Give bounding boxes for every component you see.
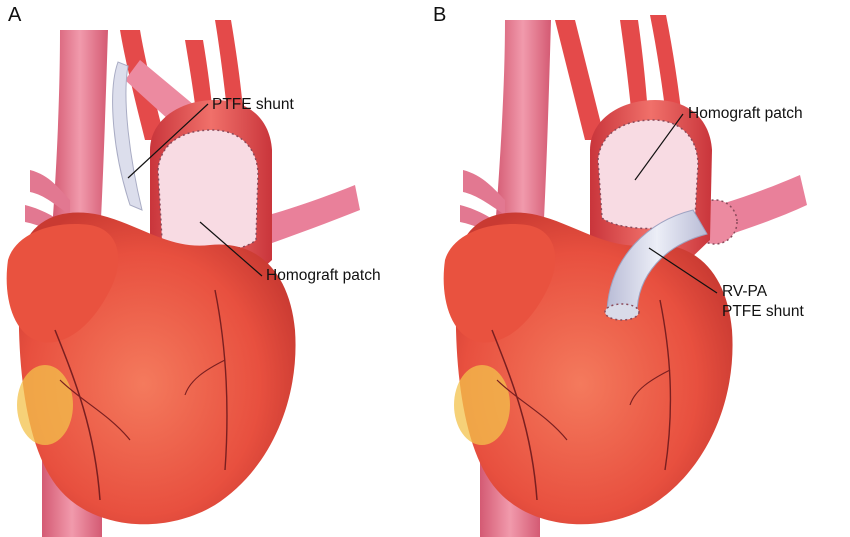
right-atrium-a xyxy=(6,224,119,343)
svc-b xyxy=(495,20,551,240)
label-homograft-patch-a: Homograft patch xyxy=(266,267,381,284)
head-vessel-3 xyxy=(215,20,244,122)
coronary-lad-a xyxy=(214,289,228,471)
leader-ptfe-shunt-a xyxy=(127,103,209,179)
pulmonary-veins-left xyxy=(30,170,70,215)
panel-a: A PTFE shunt Homograft patch xyxy=(6,4,381,537)
ptfe-shunt-a xyxy=(112,61,143,211)
svc xyxy=(52,30,108,240)
label-rvpa-line1: RV-PA xyxy=(722,283,768,300)
coronary-lad-branch-b xyxy=(629,369,671,406)
pulmonary-veins-left-b xyxy=(463,170,505,215)
panel-a-illustration xyxy=(6,20,360,537)
homograft-patch-a xyxy=(157,129,259,252)
panel-b: B Homograft patch RV-PA PTFE shunt xyxy=(425,0,850,537)
panel-b-illustration xyxy=(443,15,807,537)
homograft-patch-b xyxy=(597,119,699,230)
rvpa-shunt-b xyxy=(606,209,708,315)
head-vessel-1-b xyxy=(555,20,605,140)
label-rvpa-line2: PTFE shunt xyxy=(722,303,804,320)
leader-homograft-patch-a xyxy=(199,221,263,277)
head-vessel-3-b xyxy=(650,15,683,127)
leader-homograft-patch-b xyxy=(634,113,684,181)
epicardial-fat-a xyxy=(17,365,73,445)
label-ptfe-shunt-a: PTFE shunt xyxy=(212,96,294,113)
coronary-lad-branch-a xyxy=(184,359,226,396)
pulmonary-artery-branch-left xyxy=(250,185,360,248)
right-atrium-b xyxy=(443,224,556,343)
panel-letter-b: B xyxy=(433,4,447,26)
label-homograft-patch-b: Homograft patch xyxy=(688,105,803,122)
coronary-branch-a xyxy=(59,379,131,441)
epicardial-fat-b xyxy=(454,365,510,445)
coronary-branch-b xyxy=(496,379,568,441)
panel-letter-a: A xyxy=(8,4,22,26)
rvpa-shunt-ventricle-end-b xyxy=(604,303,640,321)
label-rvpa-shunt-b: RV-PA PTFE shunt xyxy=(722,282,804,322)
coronary-artery-a xyxy=(54,329,101,501)
coronary-lad-b xyxy=(659,299,672,471)
coronary-artery-b xyxy=(491,329,538,501)
leader-rvpa-shunt-b xyxy=(648,247,718,294)
